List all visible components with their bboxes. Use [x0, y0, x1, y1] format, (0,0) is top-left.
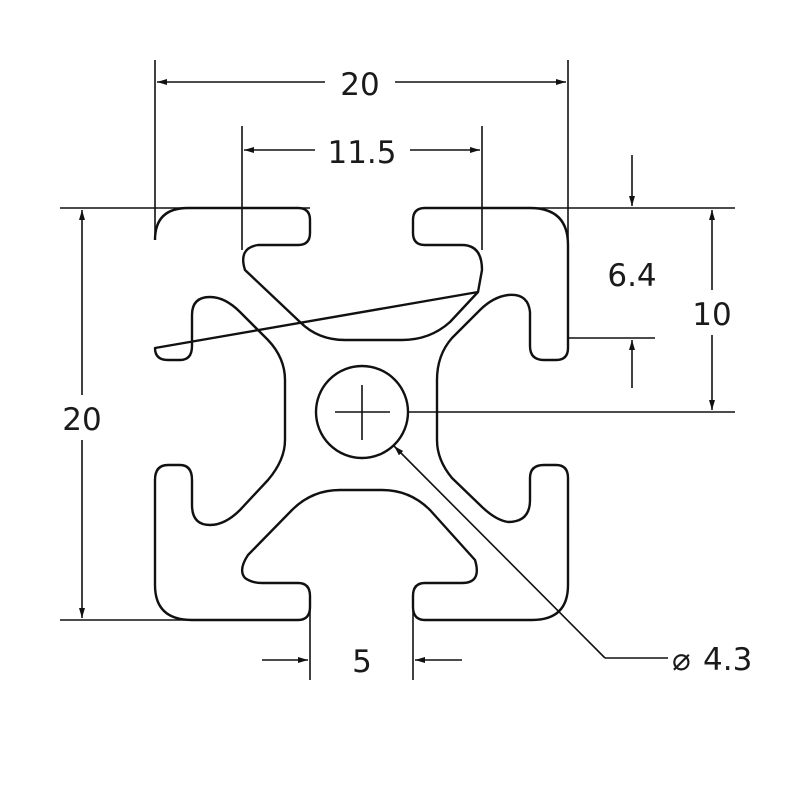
dim-label-slot-depth: 6.4 [607, 258, 656, 294]
diameter-symbol: ⌀ [672, 642, 691, 678]
dim-label-bottom-slot: 5 [352, 644, 372, 680]
leader-line-diagonal [393, 445, 606, 659]
dim-half-height: 10 [408, 210, 735, 413]
dim-label-slot-opening: 11.5 [327, 135, 396, 171]
dim-label-hole-diameter: 4.3 [703, 642, 752, 678]
dim-slot-depth: 6.4 [530, 155, 735, 388]
dim-overall-height: 20 [60, 207, 310, 621]
dim-slot-opening: 11.5 [241, 126, 483, 250]
center-hole [314, 364, 410, 460]
dim-hole-diameter: ⌀ 4.3 [393, 445, 752, 678]
dim-label-overall-height: 20 [62, 402, 101, 438]
dim-bottom-slot: 5 [262, 600, 462, 680]
dim-label-half-height: 10 [692, 297, 731, 333]
profile-top-right [153, 206, 570, 622]
dim-label-overall-width: 20 [340, 67, 379, 103]
